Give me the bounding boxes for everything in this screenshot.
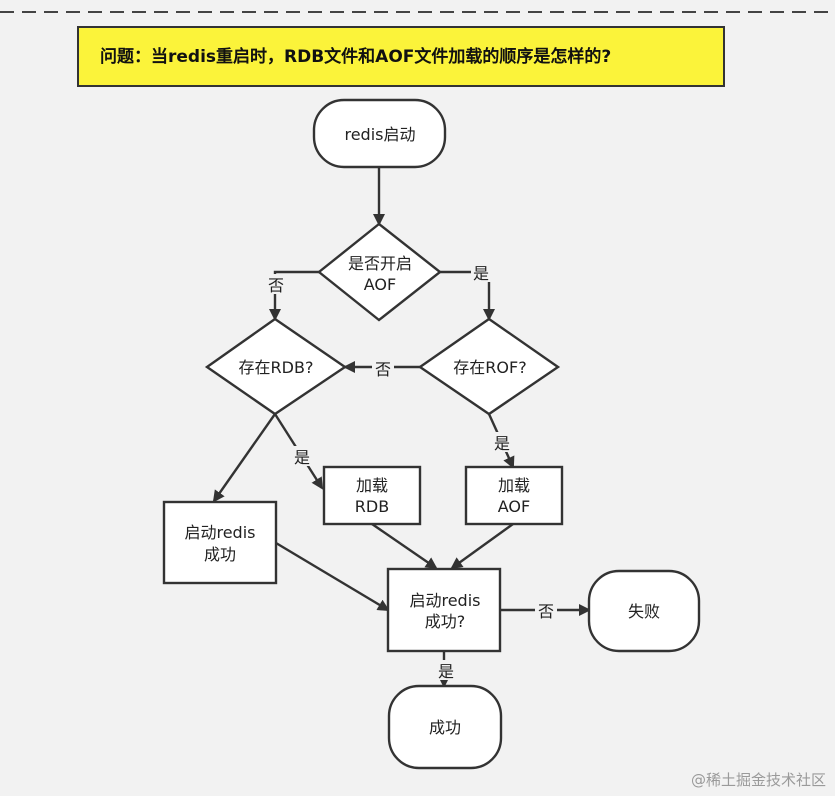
start-check-process <box>386 567 502 653</box>
nodes <box>162 98 701 770</box>
edge-label-bg-yes-aof <box>471 262 491 282</box>
check-label-line1: 启动redis <box>409 591 480 610</box>
edge-label-bg-no-fail <box>535 600 557 620</box>
aof-enabled-decision <box>317 222 442 322</box>
load-aof-process <box>464 465 564 526</box>
edge-label-yes-rof: 是 <box>494 434 510 453</box>
edge-label-bg-yes-rof <box>492 432 512 452</box>
edge-label-no-aof: 否 <box>268 276 284 295</box>
edge-labels: 否 是 否 是 是 否 是 <box>266 262 557 681</box>
start-ok-label-line2: 成功 <box>204 545 236 564</box>
load-aof-label-line1: 加载 <box>498 476 530 495</box>
has-rof-label: 存在ROF? <box>453 358 526 377</box>
start-ok-process <box>162 500 278 585</box>
success-label: 成功 <box>429 718 461 737</box>
edges <box>212 167 591 688</box>
load-rdb-label-line1: 加载 <box>356 476 388 495</box>
edge-label-yes-aof: 是 <box>473 264 489 283</box>
question-banner: 问题：当redis重启时，RDB文件和AOF文件加载的顺序是怎样的? <box>77 26 725 87</box>
watermark: @稀土掘金技术社区 <box>691 771 826 789</box>
success-node <box>387 684 503 770</box>
edge-start-ok-to-check <box>275 541 390 612</box>
start-label: redis启动 <box>344 125 415 144</box>
edge-label-yes-success: 是 <box>438 662 454 681</box>
check-label-line2: 成功? <box>425 612 466 631</box>
load-rdb-process <box>322 465 422 526</box>
aof-enabled-label-line2: AOF <box>364 275 396 294</box>
node-labels: redis启动 是否开启 AOF 存在RDB? 存在ROF? 加载 RDB 加载… <box>184 125 660 737</box>
aof-enabled-label-line1: 是否开启 <box>348 254 412 273</box>
edge-aof-no-to-has-rdb <box>269 270 319 321</box>
has-rdb-label: 存在RDB? <box>239 358 314 377</box>
edge-label-yes-rdb: 是 <box>294 448 310 467</box>
question-box <box>77 26 725 87</box>
has-rdb-decision <box>204 317 348 416</box>
load-aof-label-line2: AOF <box>498 497 530 516</box>
has-rof-decision <box>417 317 561 416</box>
edge-load-rdb-to-check <box>371 523 438 570</box>
edge-load-aof-to-check <box>450 523 514 570</box>
edge-label-bg-no-rof <box>372 358 394 378</box>
edge-label-bg-yes-rdb <box>292 446 312 466</box>
edge-label-bg-no-aof <box>266 274 286 294</box>
edge-label-no-fail: 否 <box>538 602 554 621</box>
start-node <box>312 98 447 169</box>
edge-label-no-rof: 否 <box>375 360 391 379</box>
load-rdb-label-line2: RDB <box>355 497 389 516</box>
start-ok-label-line1: 启动redis <box>184 523 255 542</box>
edge-label-bg-yes-success <box>436 660 456 680</box>
question-title: 问题：当redis重启时，RDB文件和AOF文件加载的顺序是怎样的? <box>100 46 611 67</box>
fail-node <box>587 569 701 653</box>
fail-label: 失败 <box>628 602 660 621</box>
edge-rdb-no-to-start-ok <box>212 413 276 503</box>
